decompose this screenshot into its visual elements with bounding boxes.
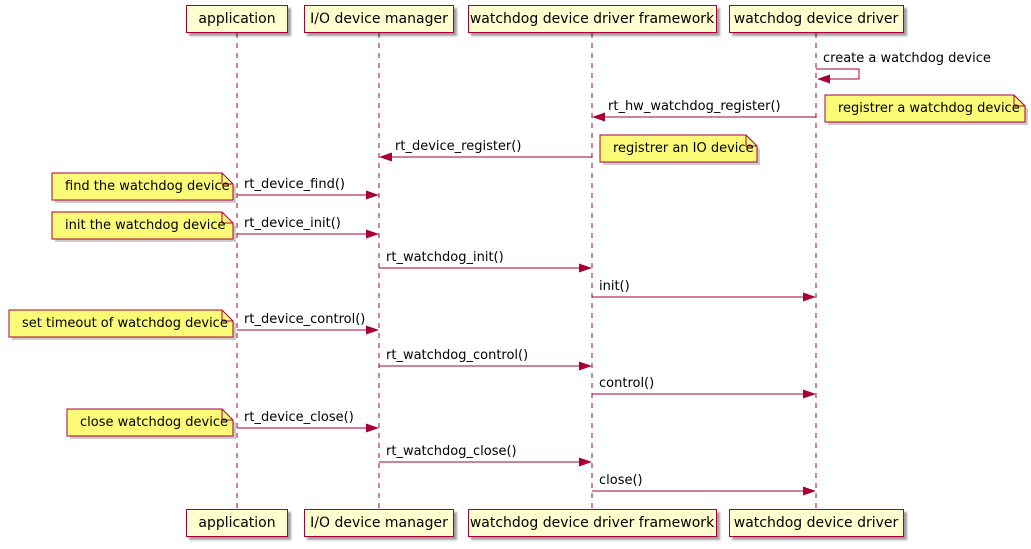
message-label-12: close() — [599, 473, 643, 488]
note-1 — [599, 134, 758, 163]
note-0 — [824, 94, 1026, 123]
message-arrowhead-0 — [817, 74, 830, 84]
message-arrowhead-7 — [366, 325, 379, 335]
note-fold-corner-0 — [1013, 95, 1025, 107]
message-label-8: rt_watchdog_control() — [386, 348, 529, 363]
participant-bottom-watchdog-device-driver-framework: watchdog device driver framework — [467, 509, 717, 537]
message-arrowhead-4 — [366, 229, 379, 239]
participant-label: watchdog device driver — [733, 515, 899, 531]
participant-label: application — [198, 515, 276, 531]
participant-top-application: application — [186, 5, 288, 33]
note-fold-corner-2 — [221, 173, 233, 185]
participant-label: watchdog device driver framework — [469, 515, 715, 531]
note-label-4: set timeout of watchdog device — [22, 316, 228, 331]
note-5 — [66, 408, 234, 437]
participant-label: watchdog device driver — [733, 11, 899, 27]
participant-label: I/O device manager — [310, 11, 448, 27]
note-2 — [51, 172, 234, 201]
note-fold-corner-5 — [221, 409, 233, 421]
note-label-3: init the watchdog device — [65, 218, 226, 233]
note-fold-corner-4 — [221, 310, 233, 322]
message-label-4: rt_device_init() — [244, 216, 341, 231]
message-arrowhead-1 — [592, 112, 605, 122]
message-arrowhead-3 — [366, 190, 379, 200]
message-label-10: rt_device_close() — [244, 410, 354, 425]
message-label-2: rt_device_register() — [395, 139, 522, 154]
note-fold-corner-1 — [745, 135, 757, 147]
participant-top-watchdog-device-driver: watchdog device driver — [728, 5, 904, 33]
message-self-line-0 — [816, 68, 860, 80]
message-arrowhead-8 — [579, 361, 592, 371]
participant-label: I/O device manager — [310, 515, 448, 531]
message-arrowhead-5 — [579, 263, 592, 273]
note-label-5: close watchdog device — [80, 415, 228, 430]
message-label-11: rt_watchdog_close() — [386, 444, 517, 459]
message-arrowhead-9 — [803, 389, 816, 399]
note-label-0: registrer a watchdog device — [838, 101, 1020, 116]
message-arrowhead-2 — [379, 152, 392, 162]
message-arrowhead-6 — [803, 292, 816, 302]
message-label-0: create a watchdog device — [823, 51, 991, 66]
message-arrowhead-11 — [579, 457, 592, 467]
participant-bottom-io-device-manager: I/O device manager — [304, 509, 454, 537]
message-label-7: rt_device_control() — [244, 312, 366, 327]
participant-top-watchdog-device-driver-framework: watchdog device driver framework — [467, 5, 717, 33]
note-fold-corner-3 — [221, 212, 233, 224]
message-arrowhead-12 — [803, 486, 816, 496]
note-label-1: registrer an IO device — [613, 141, 754, 156]
participant-top-io-device-manager: I/O device manager — [304, 5, 454, 33]
message-label-9: control() — [599, 376, 655, 391]
participant-label: application — [198, 11, 276, 27]
message-label-3: rt_device_find() — [244, 177, 345, 192]
participant-bottom-application: application — [186, 509, 288, 537]
message-label-1: rt_hw_watchdog_register() — [608, 99, 781, 114]
note-label-2: find the watchdog device — [65, 179, 230, 194]
note-4 — [8, 309, 234, 338]
note-3 — [51, 211, 234, 240]
message-label-6: init() — [599, 279, 630, 294]
participant-bottom-watchdog-device-driver: watchdog device driver — [728, 509, 904, 537]
message-arrowhead-10 — [366, 423, 379, 433]
message-label-5: rt_watchdog_init() — [386, 250, 504, 265]
participant-label: watchdog device driver framework — [469, 11, 715, 27]
